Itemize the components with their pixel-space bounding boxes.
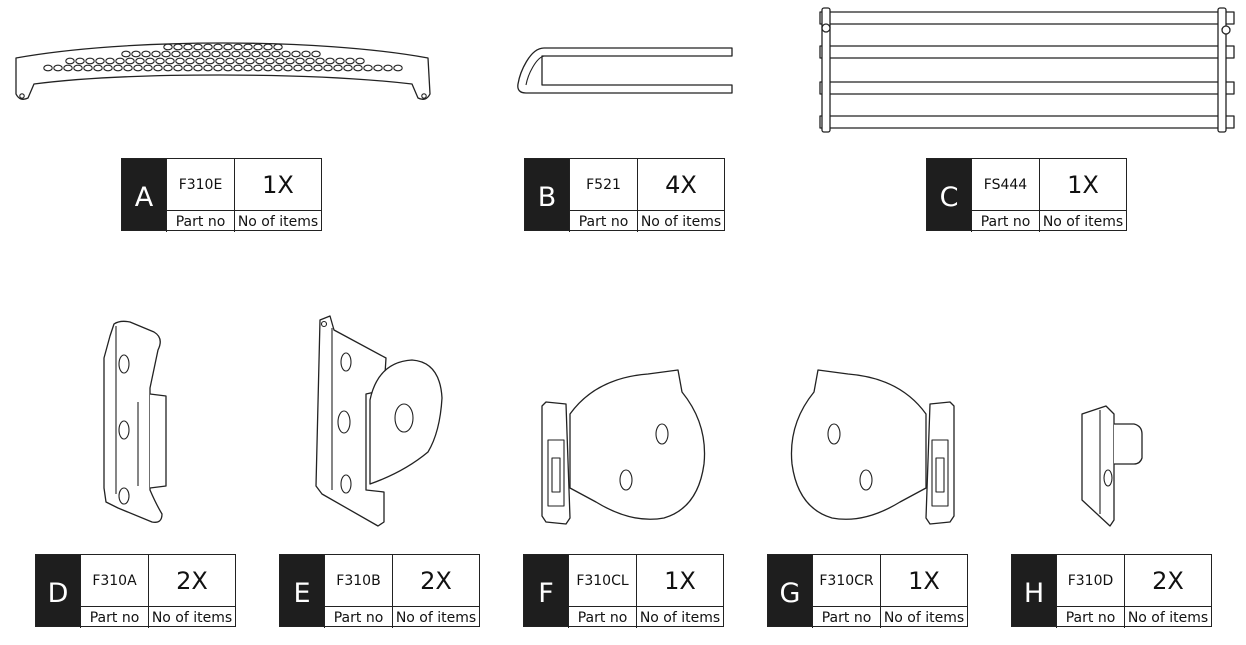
item-quantity: 2X (392, 555, 479, 606)
part-g-drawing (790, 369, 955, 525)
part-letter: B (525, 159, 569, 230)
part-letter: F (524, 555, 568, 626)
part-no-caption: Part no (971, 210, 1039, 232)
perforation-holes (43, 43, 403, 72)
part-a-drawing (15, 42, 431, 100)
part-no-caption: Part no (568, 606, 636, 628)
item-quantity: 2X (148, 555, 235, 606)
part-e-drawing (315, 315, 443, 527)
part-h-drawing (1081, 405, 1143, 527)
part-letter: A (122, 159, 166, 230)
part-number: F310E (166, 159, 234, 210)
part-number: F310D (1056, 555, 1124, 606)
no-of-items-caption: No of items (637, 210, 724, 232)
item-quantity: 4X (637, 159, 724, 210)
no-of-items-caption: No of items (636, 606, 723, 628)
part-letter: G (768, 555, 812, 626)
part-letter: E (280, 555, 324, 626)
item-quantity: 1X (880, 555, 967, 606)
no-of-items-caption: No of items (234, 210, 321, 232)
item-quantity: 1X (636, 555, 723, 606)
part-no-caption: Part no (569, 210, 637, 232)
item-quantity: 1X (234, 159, 321, 210)
part-c-drawing (819, 7, 1235, 133)
part-number: F521 (569, 159, 637, 210)
part-letter: H (1012, 555, 1056, 626)
item-quantity: 1X (1039, 159, 1126, 210)
no-of-items-caption: No of items (148, 606, 235, 628)
part-no-caption: Part no (1056, 606, 1124, 628)
part-number: FS444 (971, 159, 1039, 210)
no-of-items-caption: No of items (1124, 606, 1211, 628)
item-quantity: 2X (1124, 555, 1211, 606)
part-no-caption: Part no (166, 210, 234, 232)
part-b-drawing (517, 47, 733, 94)
part-number: F310B (324, 555, 392, 606)
part-no-caption: Part no (324, 606, 392, 628)
no-of-items-caption: No of items (880, 606, 967, 628)
part-number: F310A (80, 555, 148, 606)
part-no-caption: Part no (80, 606, 148, 628)
part-letter: D (36, 555, 80, 626)
part-number: F310CL (568, 555, 636, 606)
part-d-drawing (103, 320, 167, 523)
part-number: F310CR (812, 555, 880, 606)
part-no-caption: Part no (812, 606, 880, 628)
part-letter: C (927, 159, 971, 230)
no-of-items-caption: No of items (392, 606, 479, 628)
no-of-items-caption: No of items (1039, 210, 1126, 232)
part-f-drawing (541, 369, 706, 525)
